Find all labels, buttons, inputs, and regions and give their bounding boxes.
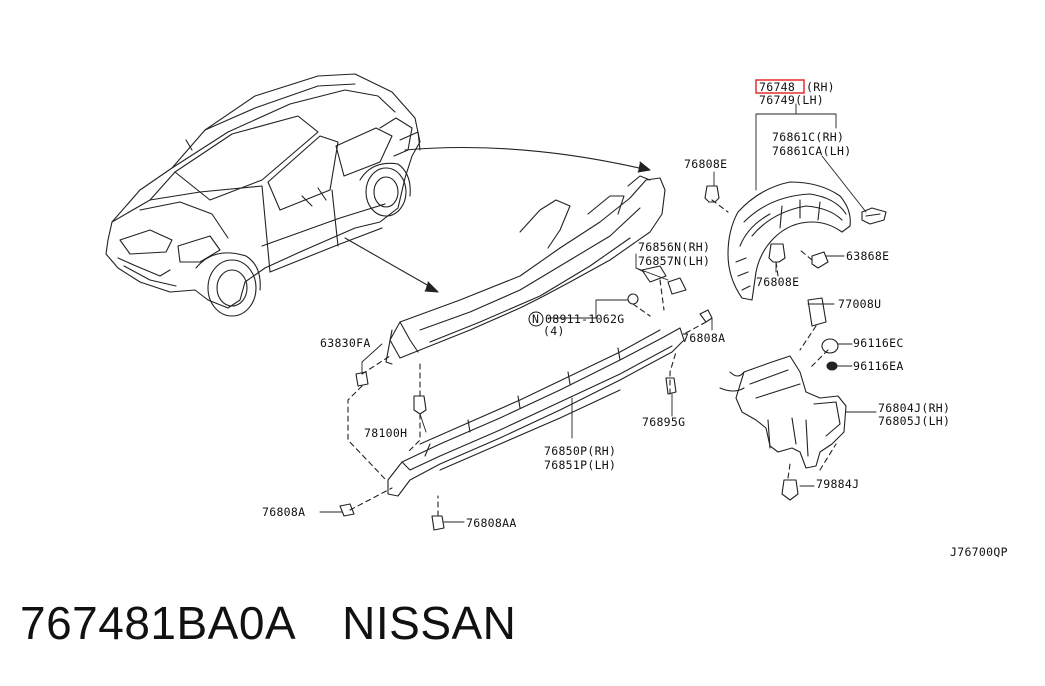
part-label-96116ea[interactable]: 96116EA — [853, 359, 904, 373]
part-label-76804j[interactable]: 76804J(RH) — [878, 401, 950, 415]
part-label-76748-side: (RH) — [806, 80, 835, 94]
part-label-76851p[interactable]: 76851P(LH) — [544, 458, 616, 472]
part-label-76805j[interactable]: 76805J(LH) — [878, 414, 950, 428]
part-label-76749[interactable]: 76749(LH) — [759, 93, 824, 107]
part-label-76856n[interactable]: 76856N(RH) — [638, 240, 710, 254]
leader-lines — [319, 103, 877, 523]
footer-part-number: 767481BA0A — [20, 597, 297, 649]
vehicle-illustration — [105, 73, 421, 317]
part-label-76808a-right[interactable]: 76808A — [682, 331, 725, 345]
part-label-76857n[interactable]: 76857N(LH) — [638, 254, 710, 268]
part-label-76861c[interactable]: 76861C(RH) — [772, 130, 844, 144]
mud-guard-part — [719, 355, 847, 469]
part-label-08911[interactable]: 08911-1062G — [545, 312, 624, 326]
sill-cover-part — [387, 327, 685, 497]
part-label-76861ca[interactable]: 76861CA(LH) — [772, 144, 851, 158]
body-sill-outline — [385, 175, 666, 365]
view-arrows — [344, 146, 651, 293]
diagram-code: J76700QP — [950, 545, 1008, 559]
part-labels: 76748 (RH) 76749(LH) 76861C(RH) 76861CA(… — [262, 80, 1008, 559]
part-label-08911-prefix: N — [532, 312, 539, 326]
part-label-08911-qty: (4) — [543, 324, 565, 338]
fender-liner-part — [727, 181, 887, 301]
fasteners — [339, 185, 839, 531]
part-label-76748[interactable]: 76748 — [759, 80, 795, 94]
part-label-77008u[interactable]: 77008U — [838, 297, 881, 311]
part-label-76808e-top[interactable]: 76808E — [684, 157, 727, 171]
nut-symbol-icon — [528, 311, 544, 327]
part-label-78100h[interactable]: 78100H — [364, 426, 407, 440]
part-label-79884j[interactable]: 79884J — [816, 477, 859, 491]
footer-brand: NISSAN — [342, 597, 517, 649]
part-label-76895g[interactable]: 76895G — [642, 415, 685, 429]
part-label-76808a-left[interactable]: 76808A — [262, 505, 305, 519]
part-label-76808e-bottom[interactable]: 76808E — [756, 275, 799, 289]
part-label-63830fa[interactable]: 63830FA — [320, 336, 371, 350]
footer-caption: 767481BA0A NISSAN — [20, 596, 562, 650]
part-label-63868e[interactable]: 63868E — [846, 249, 889, 263]
part-label-76850p[interactable]: 76850P(RH) — [544, 444, 616, 458]
part-label-96116ec[interactable]: 96116EC — [853, 336, 904, 350]
highlight-box — [755, 79, 805, 94]
part-label-76808aa[interactable]: 76808AA — [466, 516, 517, 530]
